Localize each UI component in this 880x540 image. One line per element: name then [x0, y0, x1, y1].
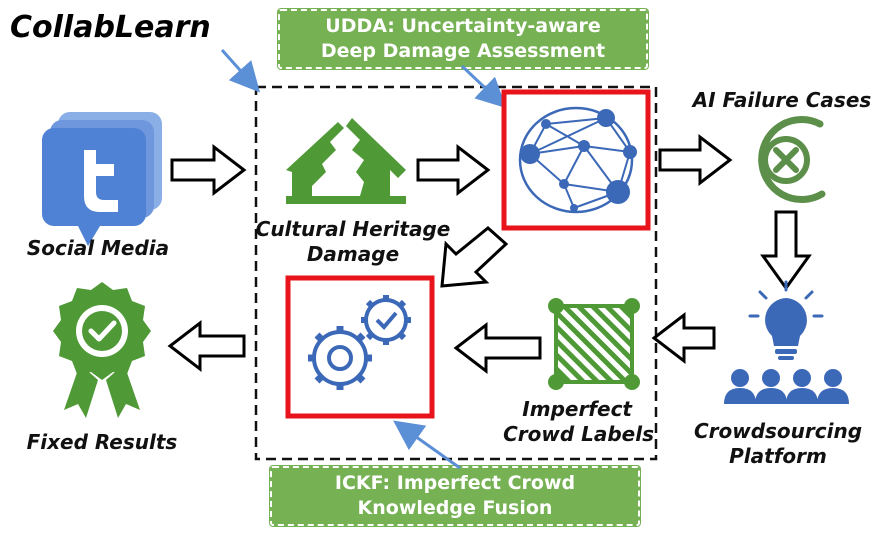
- title-pointer: [220, 48, 261, 93]
- heritage-label: Cultural Heritage Damage: [248, 217, 458, 267]
- arrow-crowd-to-labels: [651, 311, 716, 365]
- ickf-pointer: [393, 420, 461, 470]
- heritage-label-line1: Cultural Heritage: [255, 217, 451, 241]
- arrow-ickf-to-fixed: [167, 319, 246, 373]
- heritage-label-line2: Damage: [306, 242, 400, 266]
- udda-pointer: [460, 64, 507, 109]
- diagram-title: CollabLearn: [10, 10, 211, 45]
- arrow-failure-to-crowd: [760, 210, 812, 291]
- arrow-udda-to-failure: [658, 133, 733, 187]
- udda-line2: Deep Damage Assessment: [320, 40, 606, 62]
- crowdsourcing-label: Crowdsourcing Platform: [678, 419, 878, 469]
- ickf-banner: ICKF: Imperfect Crowd Knowledge Fusion: [269, 465, 641, 527]
- gears-icon: [308, 295, 411, 390]
- neural-network-icon: [518, 106, 637, 214]
- arrow-udda-to-ickf: [440, 226, 509, 288]
- collablearn-boundary: [254, 85, 658, 461]
- udda-banner: UDDA: Uncertainty-aware Deep Damage Asse…: [277, 8, 649, 70]
- crowdsourcing-label-line1: Crowdsourcing: [693, 419, 863, 443]
- ai-failure-label: AI Failure Cases: [692, 88, 872, 112]
- ickf-line1: ICKF: Imperfect Crowd: [334, 472, 576, 494]
- crowdsourcing-label-line2: Platform: [729, 444, 827, 468]
- crowd-labels-line1: Imperfect: [522, 397, 632, 421]
- crowd-labels-label: Imperfect Crowd Labels: [488, 397, 654, 447]
- x-circle-icon: [758, 116, 826, 204]
- arrow-labels-to-ickf: [453, 321, 542, 375]
- fixed-results-label: Fixed Results: [26, 430, 178, 454]
- hatched-square-icon: [548, 298, 640, 390]
- arrow-heritage-to-udda: [416, 143, 491, 197]
- award-check-icon: [53, 282, 151, 418]
- udda-line1: UDDA: Uncertainty-aware: [325, 15, 601, 37]
- crowd-lightbulb-icon: [724, 280, 849, 404]
- crowd-labels-line2: Crowd Labels: [503, 422, 654, 446]
- social-media-label: Social Media: [26, 236, 170, 260]
- ickf-line2: Knowledge Fusion: [357, 497, 553, 519]
- twitter-bubble-icon: [42, 112, 162, 246]
- damaged-building-icon: [286, 118, 406, 204]
- ickf-module-box: [285, 275, 435, 419]
- arrow-social-to-heritage: [170, 143, 247, 197]
